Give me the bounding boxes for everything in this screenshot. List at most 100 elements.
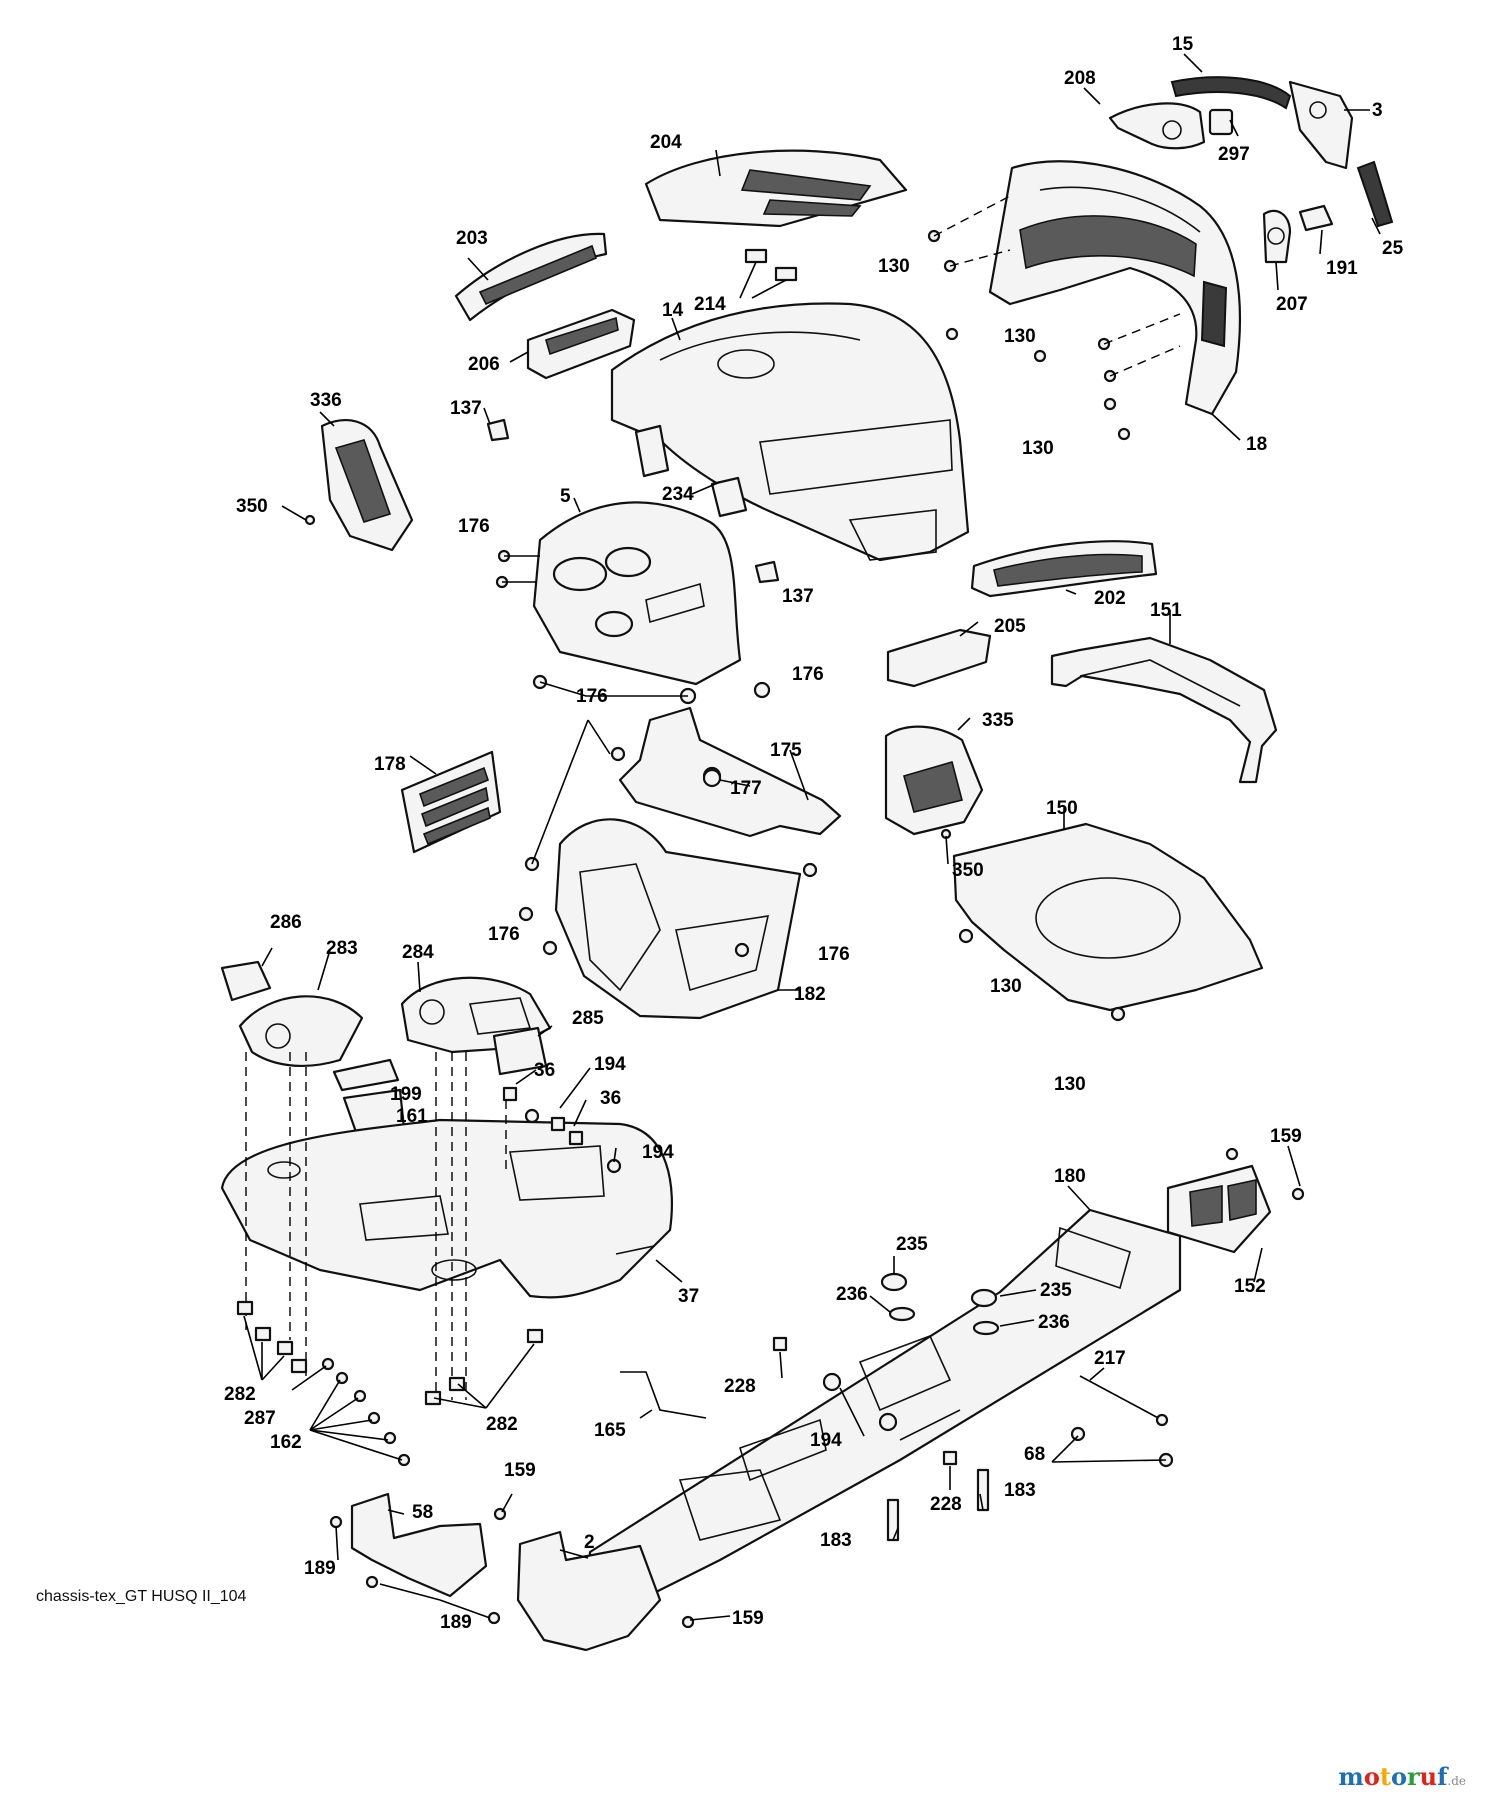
label-25: 25 xyxy=(1382,238,1404,259)
part-176-fasteners-dash xyxy=(532,674,771,705)
label-287: 287 xyxy=(244,1408,276,1429)
label-235-b: 235 xyxy=(1040,1280,1072,1301)
label-297: 297 xyxy=(1218,144,1250,165)
label-150: 150 xyxy=(1046,798,1078,819)
label-178: 178 xyxy=(374,754,406,775)
part-207-light-socket xyxy=(1262,209,1292,264)
label-350-b: 350 xyxy=(952,860,984,881)
label-15: 15 xyxy=(1172,34,1194,55)
label-162: 162 xyxy=(270,1432,302,1453)
part-285-cup-holder xyxy=(492,1026,548,1076)
part-235-bushings xyxy=(880,1272,998,1308)
watermark-letter: t xyxy=(1379,1762,1391,1791)
label-68: 68 xyxy=(1024,1444,1045,1465)
label-204: 204 xyxy=(650,132,682,153)
part-25-corner-trim xyxy=(1356,160,1394,228)
part-137-clip-upper xyxy=(486,418,510,442)
label-2: 2 xyxy=(584,1532,595,1553)
label-165: 165 xyxy=(594,1420,626,1441)
label-159-c: 159 xyxy=(732,1608,764,1629)
label-228-b: 228 xyxy=(930,1494,962,1515)
watermark-letter: m xyxy=(1338,1762,1364,1791)
label-194-b: 194 xyxy=(642,1142,674,1163)
part-2-bracket xyxy=(516,1530,662,1652)
label-284: 284 xyxy=(402,942,434,963)
part-180-frame xyxy=(586,1208,1182,1602)
part-58-bracket xyxy=(350,1492,488,1598)
label-236-a: 236 xyxy=(836,1284,868,1305)
part-15-trim-strip xyxy=(1170,76,1292,110)
part-203-left-vent xyxy=(454,232,608,322)
label-130-e: 130 xyxy=(1054,1074,1086,1095)
watermark-letter: o xyxy=(1363,1762,1380,1791)
label-217: 217 xyxy=(1094,1348,1126,1369)
label-137-a: 137 xyxy=(450,398,482,419)
part-152-bracket xyxy=(1166,1147,1305,1254)
label-194-c: 194 xyxy=(810,1430,842,1451)
label-189-b: 189 xyxy=(440,1612,472,1633)
label-5: 5 xyxy=(560,486,571,507)
label-159-a: 159 xyxy=(1270,1126,1302,1147)
part-297-clip xyxy=(1208,108,1234,136)
part-175-bracket xyxy=(618,706,842,838)
part-151-bracket xyxy=(1050,636,1278,784)
label-176-a: 176 xyxy=(458,516,490,537)
part-182-dash-body xyxy=(518,818,818,1020)
label-176-e: 176 xyxy=(818,944,850,965)
part-labels: 15 208 3 297 25 191 207 204 203 214 130 … xyxy=(224,34,1404,1633)
part-208-headlight-housing xyxy=(1108,102,1206,150)
part-177-screw xyxy=(702,768,722,788)
label-175: 175 xyxy=(770,740,802,761)
label-183-b: 183 xyxy=(820,1530,852,1551)
part-236-washers xyxy=(888,1306,1000,1336)
label-137-b: 137 xyxy=(782,586,814,607)
label-159-b: 159 xyxy=(504,1460,536,1481)
part-202-front-grille xyxy=(970,540,1158,598)
label-282-a: 282 xyxy=(224,1384,256,1405)
part-194-nuts-lower xyxy=(822,1372,898,1432)
watermark-text: motoruf xyxy=(1338,1762,1447,1791)
label-282-b: 282 xyxy=(486,1414,518,1435)
label-176-d: 176 xyxy=(488,924,520,945)
part-18-front-bumper xyxy=(988,160,1241,416)
label-350-a: 350 xyxy=(236,496,268,517)
part-286-insert xyxy=(220,960,272,1002)
watermark-logo: motoruf.de xyxy=(1338,1762,1466,1791)
part-165-rod xyxy=(620,1371,707,1419)
label-285: 285 xyxy=(572,1008,604,1029)
watermark-letter: f xyxy=(1437,1762,1448,1791)
label-130-b: 130 xyxy=(1004,326,1036,347)
label-189-a: 189 xyxy=(304,1558,336,1579)
part-205-side-trim xyxy=(886,628,992,688)
part-3-headlight-lens xyxy=(1288,80,1354,170)
label-205: 205 xyxy=(994,616,1026,637)
label-182: 182 xyxy=(794,984,826,1005)
label-18: 18 xyxy=(1246,434,1267,455)
label-180: 180 xyxy=(1054,1166,1086,1187)
leader-lines xyxy=(243,53,1381,1621)
label-177: 177 xyxy=(730,778,762,799)
label-203: 203 xyxy=(456,228,488,249)
label-336: 336 xyxy=(310,390,342,411)
diagram-caption: chassis-tex_GT HUSQ II_104 xyxy=(36,1588,247,1605)
label-152: 152 xyxy=(1234,1276,1266,1297)
part-137-clip-lower xyxy=(754,560,780,584)
part-217-rod xyxy=(1079,1375,1169,1427)
label-176-c: 176 xyxy=(576,686,608,707)
label-130-c: 130 xyxy=(1022,438,1054,459)
part-199-cover xyxy=(332,1058,400,1092)
label-191: 191 xyxy=(1326,258,1358,279)
label-58: 58 xyxy=(412,1502,433,1523)
watermark-letter: o xyxy=(1390,1762,1407,1791)
part-283-fender-left xyxy=(238,995,364,1067)
alignment-lines-fenders xyxy=(245,1052,507,1400)
part-228-bolts xyxy=(772,1336,958,1466)
label-207: 207 xyxy=(1276,294,1308,315)
part-37-deck xyxy=(220,1118,673,1299)
label-161: 161 xyxy=(396,1106,428,1127)
label-37: 37 xyxy=(678,1286,699,1307)
part-150-plate xyxy=(952,822,1264,1022)
label-14: 14 xyxy=(662,300,684,321)
label-130-d: 130 xyxy=(990,976,1022,997)
